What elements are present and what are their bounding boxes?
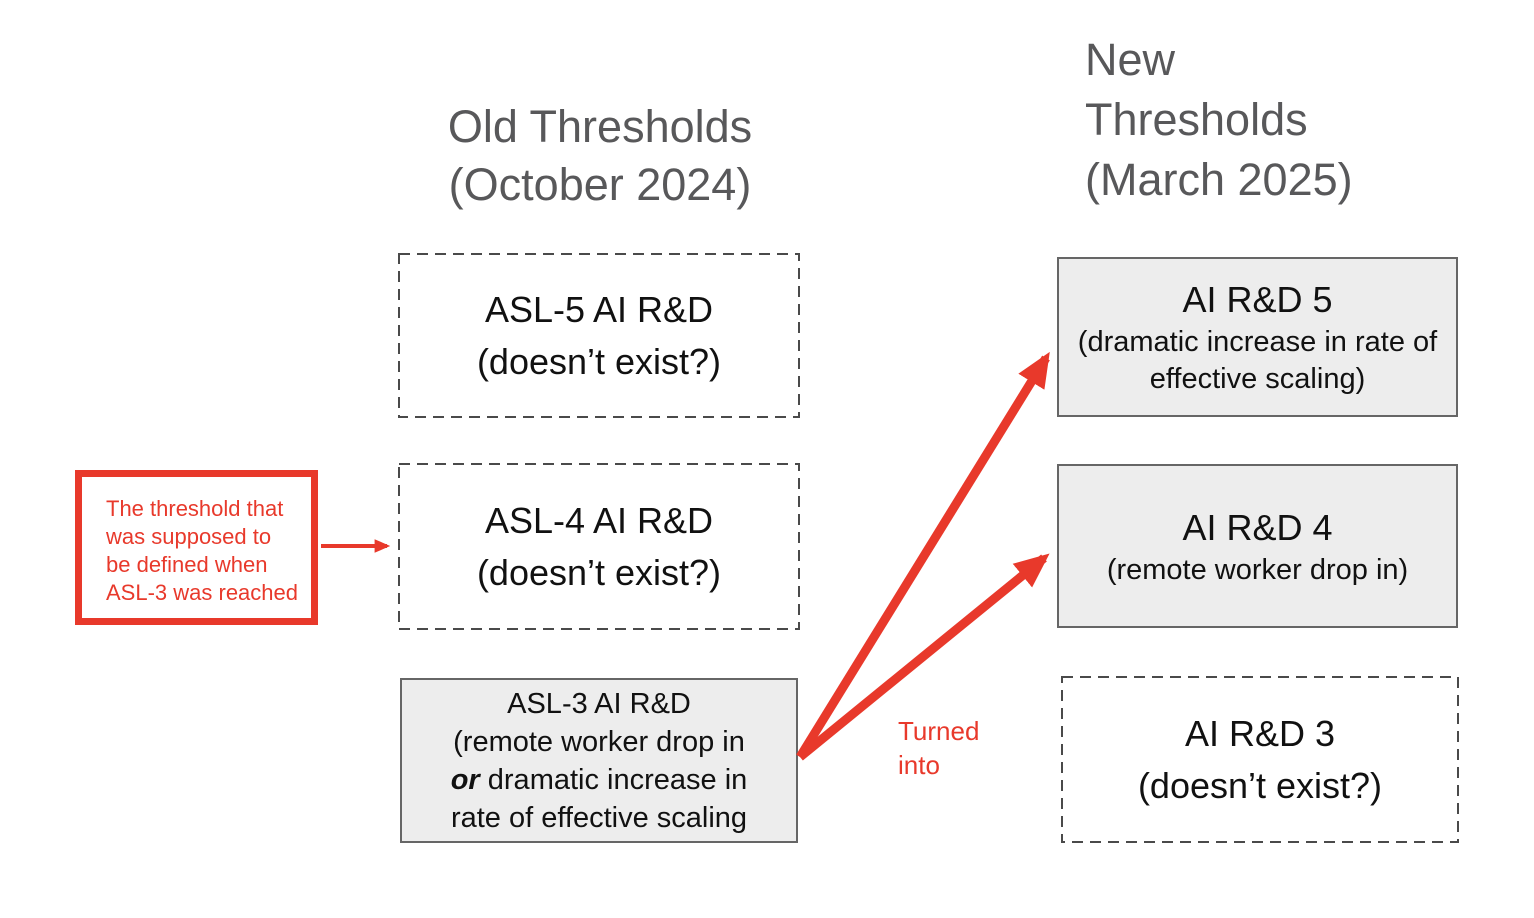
annotation-line4: ASL-3 was reached <box>106 580 298 605</box>
annotation-line1: The threshold that <box>106 496 284 521</box>
annotation-line3: be defined when <box>106 552 268 577</box>
old-asl3-or-word: or <box>450 763 480 796</box>
new-aird5-box: AI R&D 5 (dramatic increase in rate of e… <box>1057 257 1458 417</box>
old-asl3-line3: or dramatic increase in <box>451 761 748 799</box>
old-asl4-box: ASL-4 AI R&D (doesn’t exist?) <box>398 463 800 630</box>
new-aird4-title: AI R&D 4 <box>1182 506 1333 548</box>
arrow-asl3-to-aird5 <box>796 351 1050 760</box>
turned-into-line2: into <box>898 750 940 780</box>
annotation-line2: was supposed to <box>106 524 272 549</box>
old-asl5-box: ASL-5 AI R&D (doesn’t exist?) <box>398 253 800 418</box>
old-thresholds-title: Old Thresholds (October 2024) <box>398 98 802 214</box>
old-asl3-line2: (remote worker drop in <box>453 725 745 758</box>
old-asl3-box: ASL-3 AI R&D (remote worker drop in or d… <box>400 678 798 843</box>
old-asl4-subtitle: (doesn’t exist?) <box>476 551 722 593</box>
old-asl3-line4: rate of effective scaling <box>450 801 748 834</box>
old-asl5-title: ASL-5 AI R&D <box>484 288 714 330</box>
new-aird3-title: AI R&D 3 <box>1184 712 1336 754</box>
turned-into-line1: Turned <box>898 716 980 746</box>
annotation-callout: The threshold that was supposed to be de… <box>75 470 318 625</box>
old-asl3-line3-rest: dramatic increase in <box>479 763 748 796</box>
new-aird4-subtitle: (remote worker drop in) <box>1106 553 1409 586</box>
old-title-line2: (October 2024) <box>448 159 752 210</box>
old-title-line1: Old Thresholds <box>447 101 753 152</box>
turned-into-label: Turned into <box>898 714 979 782</box>
new-aird5-title: AI R&D 5 <box>1182 279 1333 320</box>
new-aird4-box: AI R&D 4 (remote worker drop in) <box>1057 464 1458 628</box>
old-asl5-subtitle: (doesn’t exist?) <box>476 340 722 382</box>
new-title-line3: (March 2025) <box>1085 154 1353 205</box>
old-asl4-title: ASL-4 AI R&D <box>484 499 714 541</box>
new-aird5-subtitle: (dramatic increase in rate of effective … <box>1077 326 1438 395</box>
old-asl3-line1: ASL-3 AI R&D <box>507 687 691 720</box>
new-thresholds-title: New Thresholds (March 2025) <box>1085 30 1485 210</box>
new-aird3-subtitle: (doesn’t exist?) <box>1137 764 1383 806</box>
new-title-line2: Thresholds <box>1085 94 1308 145</box>
new-title-line1: New <box>1085 34 1176 85</box>
new-aird3-box: AI R&D 3 (doesn’t exist?) <box>1061 676 1459 843</box>
